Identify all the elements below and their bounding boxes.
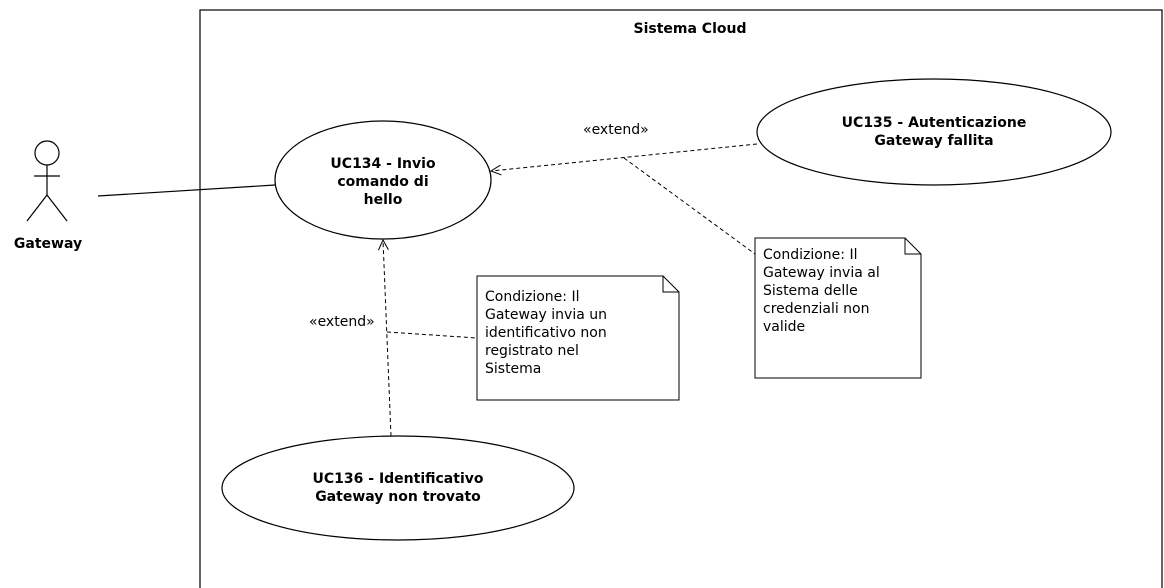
association-gateway-uc134 — [97, 184, 276, 197]
extend-edge-uc136 — [383, 240, 392, 437]
use-case-uc136-label: UC136 - Identificativo Gateway non trova… — [312, 471, 484, 505]
extend-label-uc135: «extend» — [583, 122, 649, 138]
note-uc136-text: Condizione: Il Gateway invia un identifi… — [485, 289, 608, 377]
use-case-uc135[interactable] — [756, 78, 1112, 186]
use-case-uc136[interactable] — [221, 435, 575, 541]
actor-gateway-figure — [26, 140, 68, 222]
note-uc135-text: Condizione: Il Gateway invia al Sistema … — [763, 247, 880, 335]
extend-label-uc136: «extend» — [309, 314, 375, 330]
note-uc135-shape — [754, 237, 922, 379]
extend-edge-uc135 — [491, 143, 758, 171]
note-connector-uc135 — [623, 157, 756, 255]
use-case-uc135-label: UC135 - Autenticazione Gateway fallita — [841, 115, 1027, 149]
use-case-uc134-label: UC134 - Invio comando di hello — [330, 156, 436, 208]
system-title: Sistema Cloud — [633, 21, 747, 37]
note-uc136-shape — [476, 275, 680, 401]
note-connector-uc136 — [386, 331, 478, 339]
actor-label-gateway: Gateway — [13, 236, 83, 252]
system-boundary — [199, 9, 1163, 588]
